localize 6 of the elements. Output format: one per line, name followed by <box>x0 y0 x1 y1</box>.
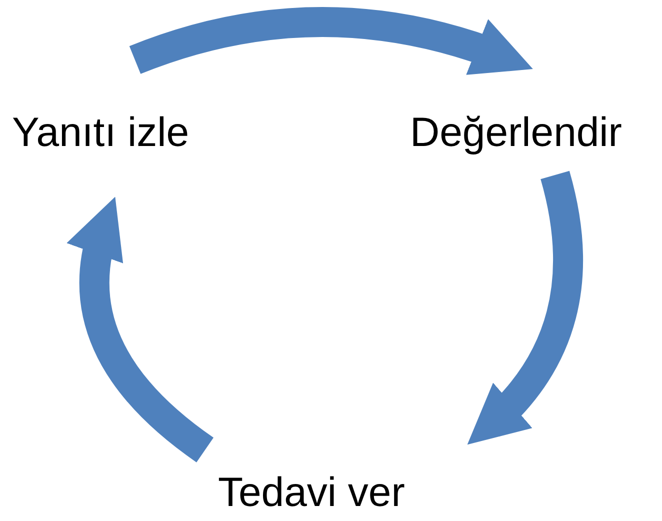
curved-arrow <box>130 7 534 76</box>
step-label: Yanıtı izle <box>12 110 189 156</box>
step-label: Değerlendir <box>410 110 622 156</box>
step-label: Tedavi ver <box>218 470 405 516</box>
curved-arrow <box>468 171 583 446</box>
curved-arrow <box>68 196 214 462</box>
